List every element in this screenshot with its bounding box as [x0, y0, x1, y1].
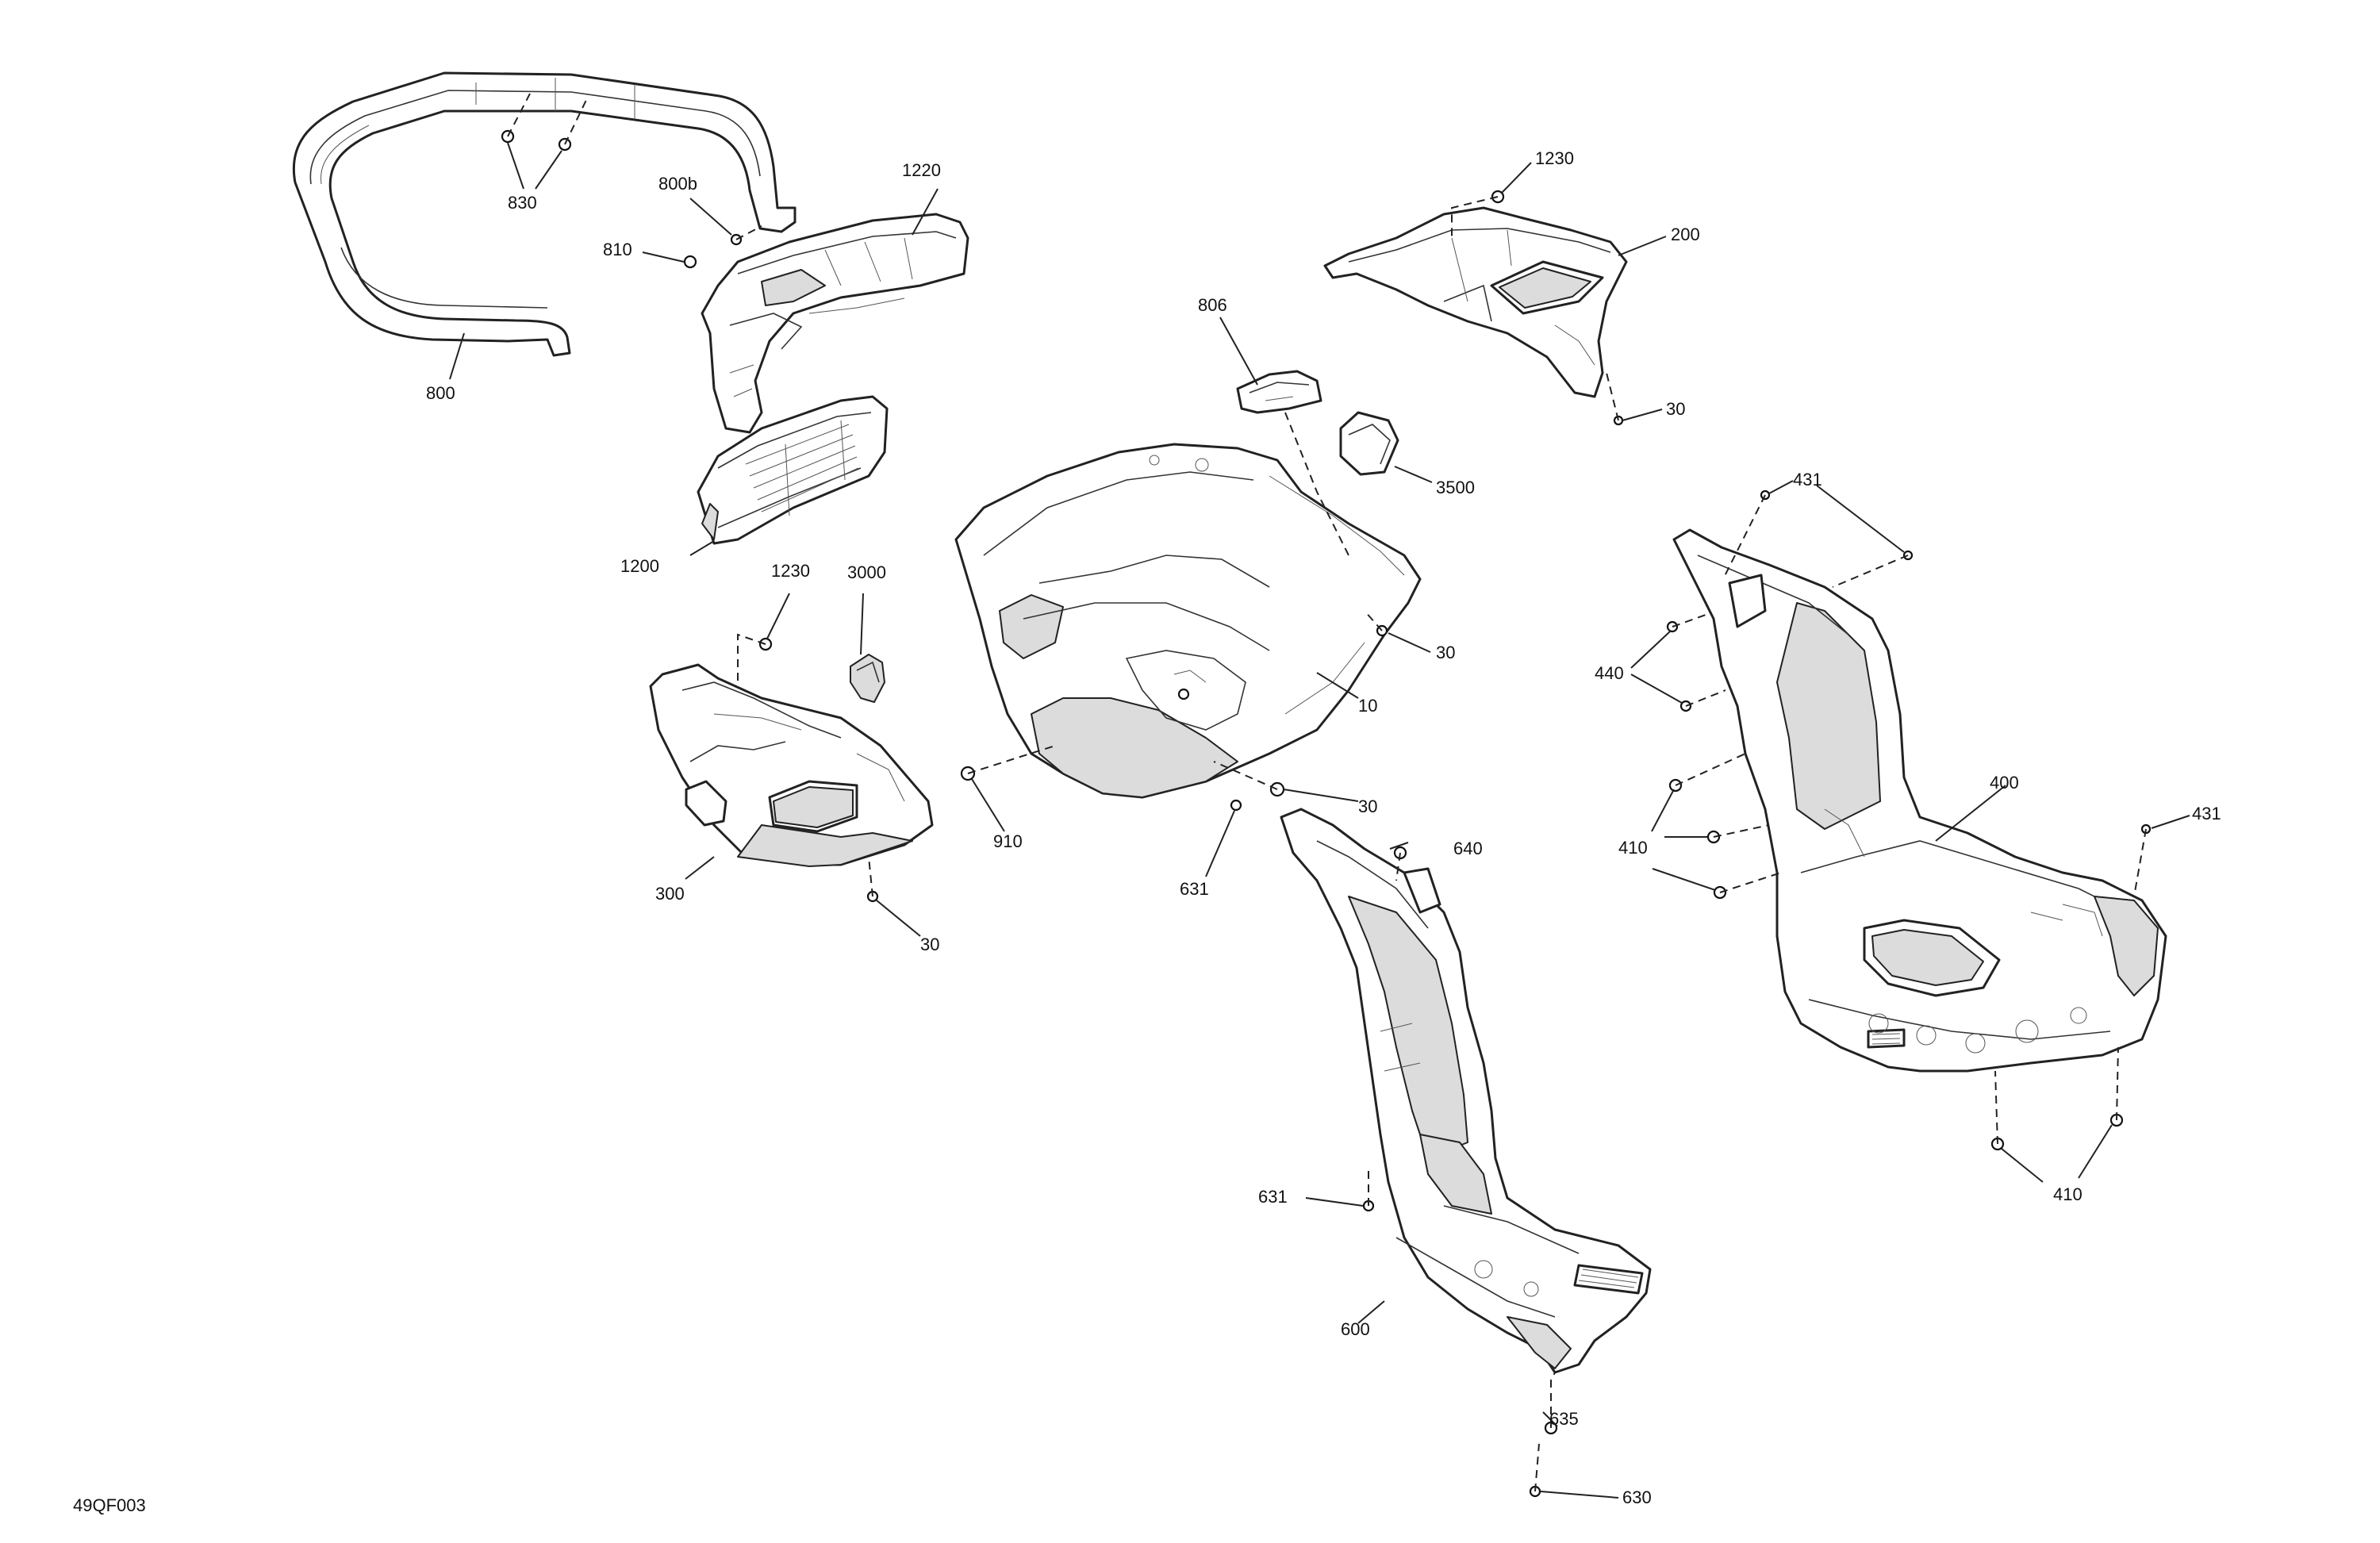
leader-lines [449, 142, 2190, 1499]
callout-3000: 3000 [847, 562, 886, 582]
callout-200: 200 [1671, 225, 1700, 244]
part-806-bracket [1236, 370, 1322, 414]
part-3000-clip [850, 654, 885, 703]
figure-code: 49QF003 [73, 1495, 146, 1515]
callout-1230-right: 1230 [1535, 148, 1574, 168]
callout-630: 630 [1622, 1487, 1652, 1507]
callout-640: 640 [1453, 839, 1483, 858]
part-800-rail [292, 71, 797, 357]
callout-810: 810 [603, 240, 632, 259]
callout-440: 440 [1595, 663, 1624, 683]
callout-431-top: 431 [1793, 470, 1822, 489]
callout-labels: 830 800b 810 1220 800 1200 1230 3000 300… [73, 148, 2221, 1515]
callout-600: 600 [1341, 1319, 1370, 1339]
callout-631-upper: 631 [1180, 879, 1209, 899]
part-10-glovebox [954, 443, 1422, 799]
part-300-side-panel [649, 663, 934, 867]
part-200-dash-piece [1323, 206, 1628, 398]
callout-800b: 800b [658, 174, 697, 194]
assembly-lines [507, 93, 2147, 1492]
part-1220-upper-console [701, 213, 969, 434]
callout-300: 300 [655, 884, 685, 904]
callout-631-lower: 631 [1258, 1187, 1288, 1207]
callout-410-right: 410 [2053, 1184, 2082, 1204]
fastener-631-upper [1230, 799, 1242, 812]
part-600-left-floor [1280, 808, 1652, 1374]
callout-410-left: 410 [1618, 838, 1648, 858]
part-1200-vent-grille [697, 395, 889, 545]
callout-1230-left: 1230 [771, 561, 810, 581]
callout-635: 635 [1549, 1409, 1579, 1429]
callout-3500: 3500 [1436, 478, 1475, 497]
callout-30-left: 30 [920, 935, 939, 954]
callout-30-right: 30 [1666, 399, 1685, 419]
callout-806: 806 [1198, 295, 1227, 315]
callout-800: 800 [426, 383, 455, 403]
part-400-right-floor [1672, 528, 2167, 1073]
fastener-810 [683, 255, 697, 269]
callout-400: 400 [1990, 773, 2019, 793]
callout-431-right: 431 [2192, 804, 2221, 823]
callout-30-center-lower: 30 [1358, 796, 1377, 816]
part-3500-cover [1339, 411, 1399, 476]
callout-830: 830 [508, 193, 537, 213]
callout-30-center-upper: 30 [1436, 643, 1455, 662]
callout-910: 910 [993, 831, 1023, 851]
callout-1220: 1220 [902, 160, 941, 180]
callout-1200: 1200 [620, 556, 659, 576]
callout-10: 10 [1358, 696, 1377, 716]
